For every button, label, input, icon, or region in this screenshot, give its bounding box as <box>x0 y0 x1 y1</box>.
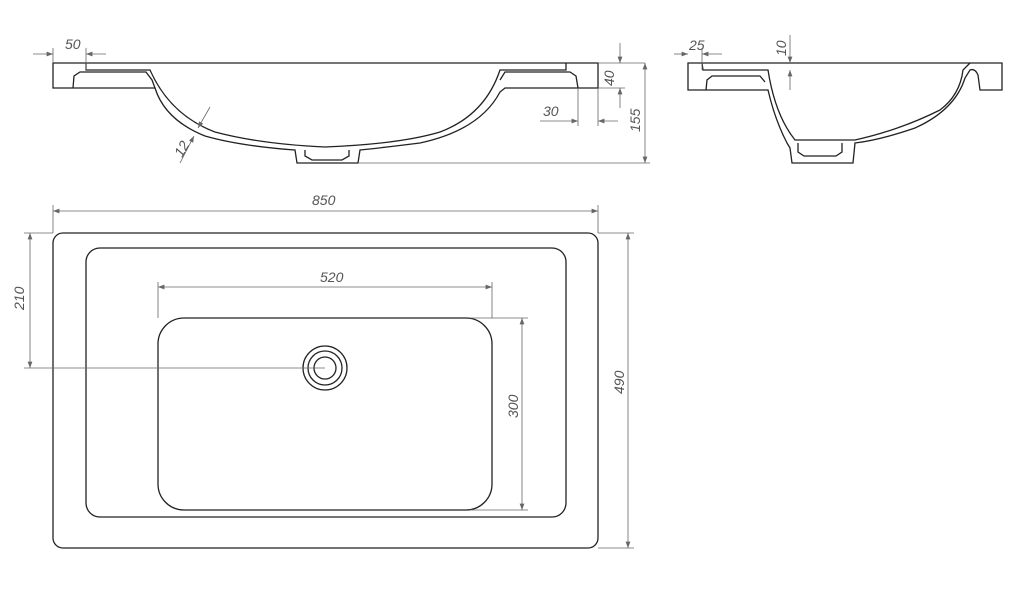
dim-drain-offset: 210 <box>11 286 27 311</box>
dim-top-thickness: 10 <box>773 40 789 56</box>
front-section-dimensions: 50 40 155 30 12 <box>33 36 650 164</box>
dim-overall-height: 155 <box>627 108 643 132</box>
front-section-view <box>52 62 599 164</box>
dim-rim-offset-front: 50 <box>65 36 81 52</box>
plan-view-dimensions: 850 520 300 490 210 <box>11 192 634 549</box>
dim-bowl-width: 520 <box>320 269 344 285</box>
dim-rim-offset-side: 25 <box>688 37 705 53</box>
side-section-dimensions: 25 10 <box>674 35 793 90</box>
dim-bowl-depth: 300 <box>505 394 521 418</box>
dim-flange-offset: 30 <box>543 103 559 119</box>
dim-rim-thickness: 40 <box>601 70 617 86</box>
dim-wall-thickness: 12 <box>171 138 193 160</box>
side-section-view <box>687 62 1003 164</box>
dim-overall-depth: 490 <box>611 370 627 394</box>
dim-overall-width: 850 <box>312 192 336 208</box>
